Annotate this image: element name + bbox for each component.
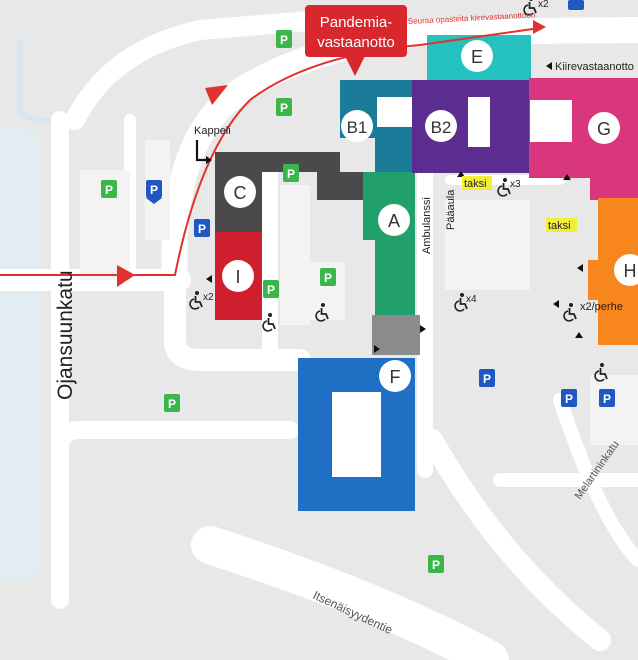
building-label-g: G [588,112,620,144]
building-label-b1: B1 [341,110,373,142]
svg-text:P: P [603,392,611,406]
label-ambulanssi: Ambulanssi [421,197,433,254]
svg-text:taksi: taksi [464,178,487,190]
partial-top-label: x2 [538,0,549,10]
buildings [215,35,638,511]
parking-green-icon: P [320,268,336,286]
svg-text:P: P [432,558,440,572]
water-area [0,130,40,580]
building-h[interactable] [588,198,638,345]
street-ojansuunkatu: Ojansuunkatu [54,270,77,400]
parking-green-icon: P [276,30,292,48]
svg-text:P: P [105,183,113,197]
building-label-b2: B2 [425,110,457,142]
svg-text:P: P [483,372,491,386]
parking-green-icon: P [101,180,117,198]
parking-green-icon: P [164,394,180,412]
parking-lots [80,140,638,445]
parking-blue-icon: P [194,219,210,237]
parking-blue-icon [568,0,584,10]
svg-text:H: H [624,261,637,281]
svg-text:P: P [287,167,295,181]
taxi-signs: taksi taksi [462,176,577,232]
label-kiirevastaanotto: Kiirevastaanotto [555,61,634,73]
building-label-e: E [461,40,493,72]
svg-text:P: P [280,33,288,47]
svg-text:P: P [324,271,332,285]
taxi-sign: taksi [546,218,577,232]
svg-text:I: I [235,267,240,287]
parking-blue-icon: P [599,389,615,407]
parking-blue-icon: P [146,180,162,204]
parking-green-icon: P [283,164,299,182]
count-x2: x2 [203,292,214,303]
svg-text:E: E [471,47,483,67]
road-network [0,10,638,660]
building-labels: E B1 B2 G C A I H F [222,40,638,392]
building-label-f: F [379,360,411,392]
svg-text:taksi: taksi [548,220,571,232]
connector-building [372,315,420,355]
svg-text:P: P [150,183,158,197]
label-paaaula: Pääaula [445,189,457,230]
building-label-c: C [224,176,256,208]
parking-blue-icon: P [479,369,495,387]
svg-text:B1: B1 [347,118,368,137]
label-kappeli: Kappeli [194,125,231,137]
parking-green-icon: P [263,280,279,298]
parking-green-icon: P [428,555,444,573]
svg-text:P: P [280,101,288,115]
svg-text:P: P [267,283,275,297]
building-label-i: I [222,260,254,292]
svg-text:C: C [234,183,247,203]
parking-green-icon: P [276,98,292,116]
entrance-arrows [206,62,583,353]
svg-text:A: A [388,211,400,231]
svg-text:B2: B2 [431,118,452,137]
building-label-a: A [378,204,410,236]
label-x2-perhe: x2/perhe [580,301,623,313]
callout-line-1: Pandemia- [320,14,393,31]
svg-text:P: P [565,392,573,406]
svg-text:P: P [168,397,176,411]
svg-text:G: G [597,119,611,139]
water-edge [17,40,56,125]
count-x3: x3 [510,179,521,190]
svg-text:F: F [390,367,401,387]
building-c[interactable] [215,152,375,232]
count-x4: x4 [466,294,477,305]
callout-line-2: vastaanotto [317,34,395,51]
parking-blue-icon: P [561,389,577,407]
svg-text:P: P [198,222,206,236]
kappeli-pointer-icon [195,140,208,162]
parking-signs: P P P P P P P P P P P P P [101,0,615,573]
pandemia-callout[interactable]: Pandemia- vastaanotto [305,5,407,76]
building-label-h: H [614,254,638,286]
taxi-sign: taksi [462,176,492,190]
